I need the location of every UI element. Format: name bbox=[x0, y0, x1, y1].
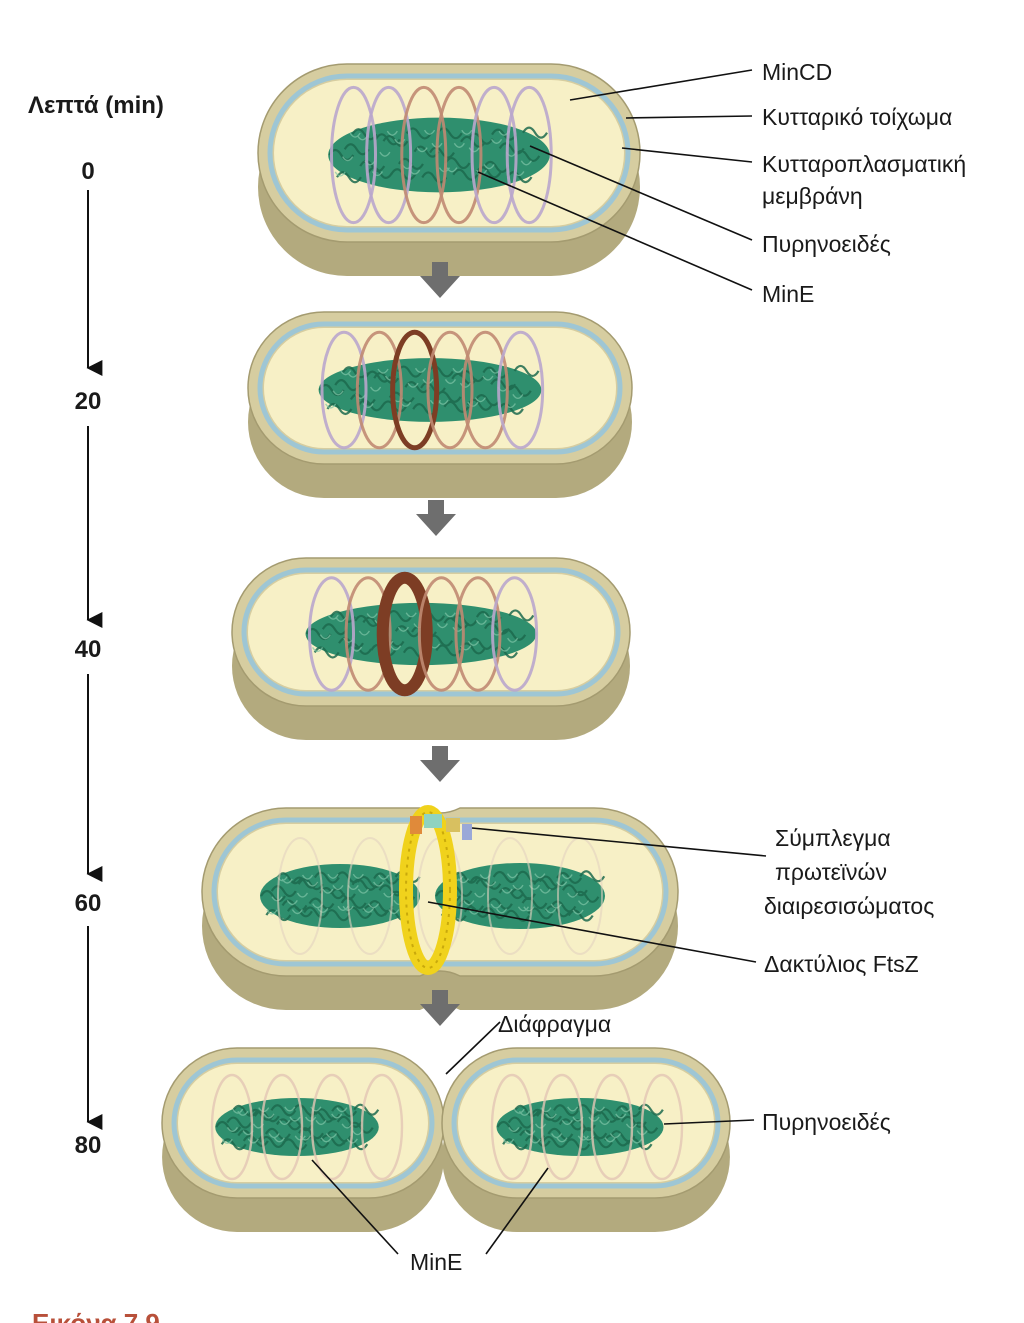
cell-stage-1 bbox=[248, 312, 632, 498]
divisome-block bbox=[410, 816, 422, 834]
label-complex-line2: πρωτεϊνών bbox=[775, 858, 887, 886]
cell-stage-4 bbox=[162, 1048, 730, 1232]
label-cell-wall: Κυτταρικό τοίχωμα bbox=[762, 103, 952, 131]
time-tick-0: 0 bbox=[48, 158, 128, 186]
stage-arrow-2 bbox=[420, 746, 460, 782]
figure-caption-fragment: Εικόνα 7.9 bbox=[32, 1304, 160, 1323]
label-complex-line3: διαιρεσισώματος bbox=[764, 892, 934, 920]
leader-line-1 bbox=[626, 116, 752, 118]
label-mincd: MinCD bbox=[762, 58, 832, 86]
label-mine-top: MinE bbox=[762, 280, 814, 308]
divisome-block bbox=[462, 824, 472, 840]
time-tick-40: 40 bbox=[48, 636, 128, 664]
label-mine-bottom: MinE bbox=[410, 1248, 462, 1276]
cell-stage-0 bbox=[258, 64, 640, 276]
label-membrane-line1: Κυτταροπλασματική bbox=[762, 150, 966, 178]
daughter-nucleoid bbox=[215, 1098, 379, 1156]
label-complex-line1: Σύμπλεγμα bbox=[775, 824, 891, 852]
cell-stage-3 bbox=[202, 808, 678, 1010]
time-tick-80: 80 bbox=[48, 1132, 128, 1160]
label-ftsz-ring: Δακτύλιος FtsZ bbox=[764, 950, 919, 978]
stage-arrow-1 bbox=[416, 500, 456, 536]
time-tick-60: 60 bbox=[48, 890, 128, 918]
time-axis-header: Λεπτά (min) bbox=[28, 92, 188, 120]
leader-line-2 bbox=[622, 148, 752, 162]
label-nucleoid-bottom: Πυρηνοειδές bbox=[762, 1108, 891, 1136]
label-septum: Διάφραγμα bbox=[498, 1010, 611, 1038]
divisome-block bbox=[446, 818, 460, 832]
label-membrane-line2: μεμβράνη bbox=[762, 182, 863, 210]
label-nucleoid-top: Πυρηνοειδές bbox=[762, 230, 891, 258]
divisome-block bbox=[424, 814, 442, 828]
nucleoid-left bbox=[260, 864, 420, 928]
cell-stage-2 bbox=[232, 558, 630, 740]
time-tick-20: 20 bbox=[48, 388, 128, 416]
